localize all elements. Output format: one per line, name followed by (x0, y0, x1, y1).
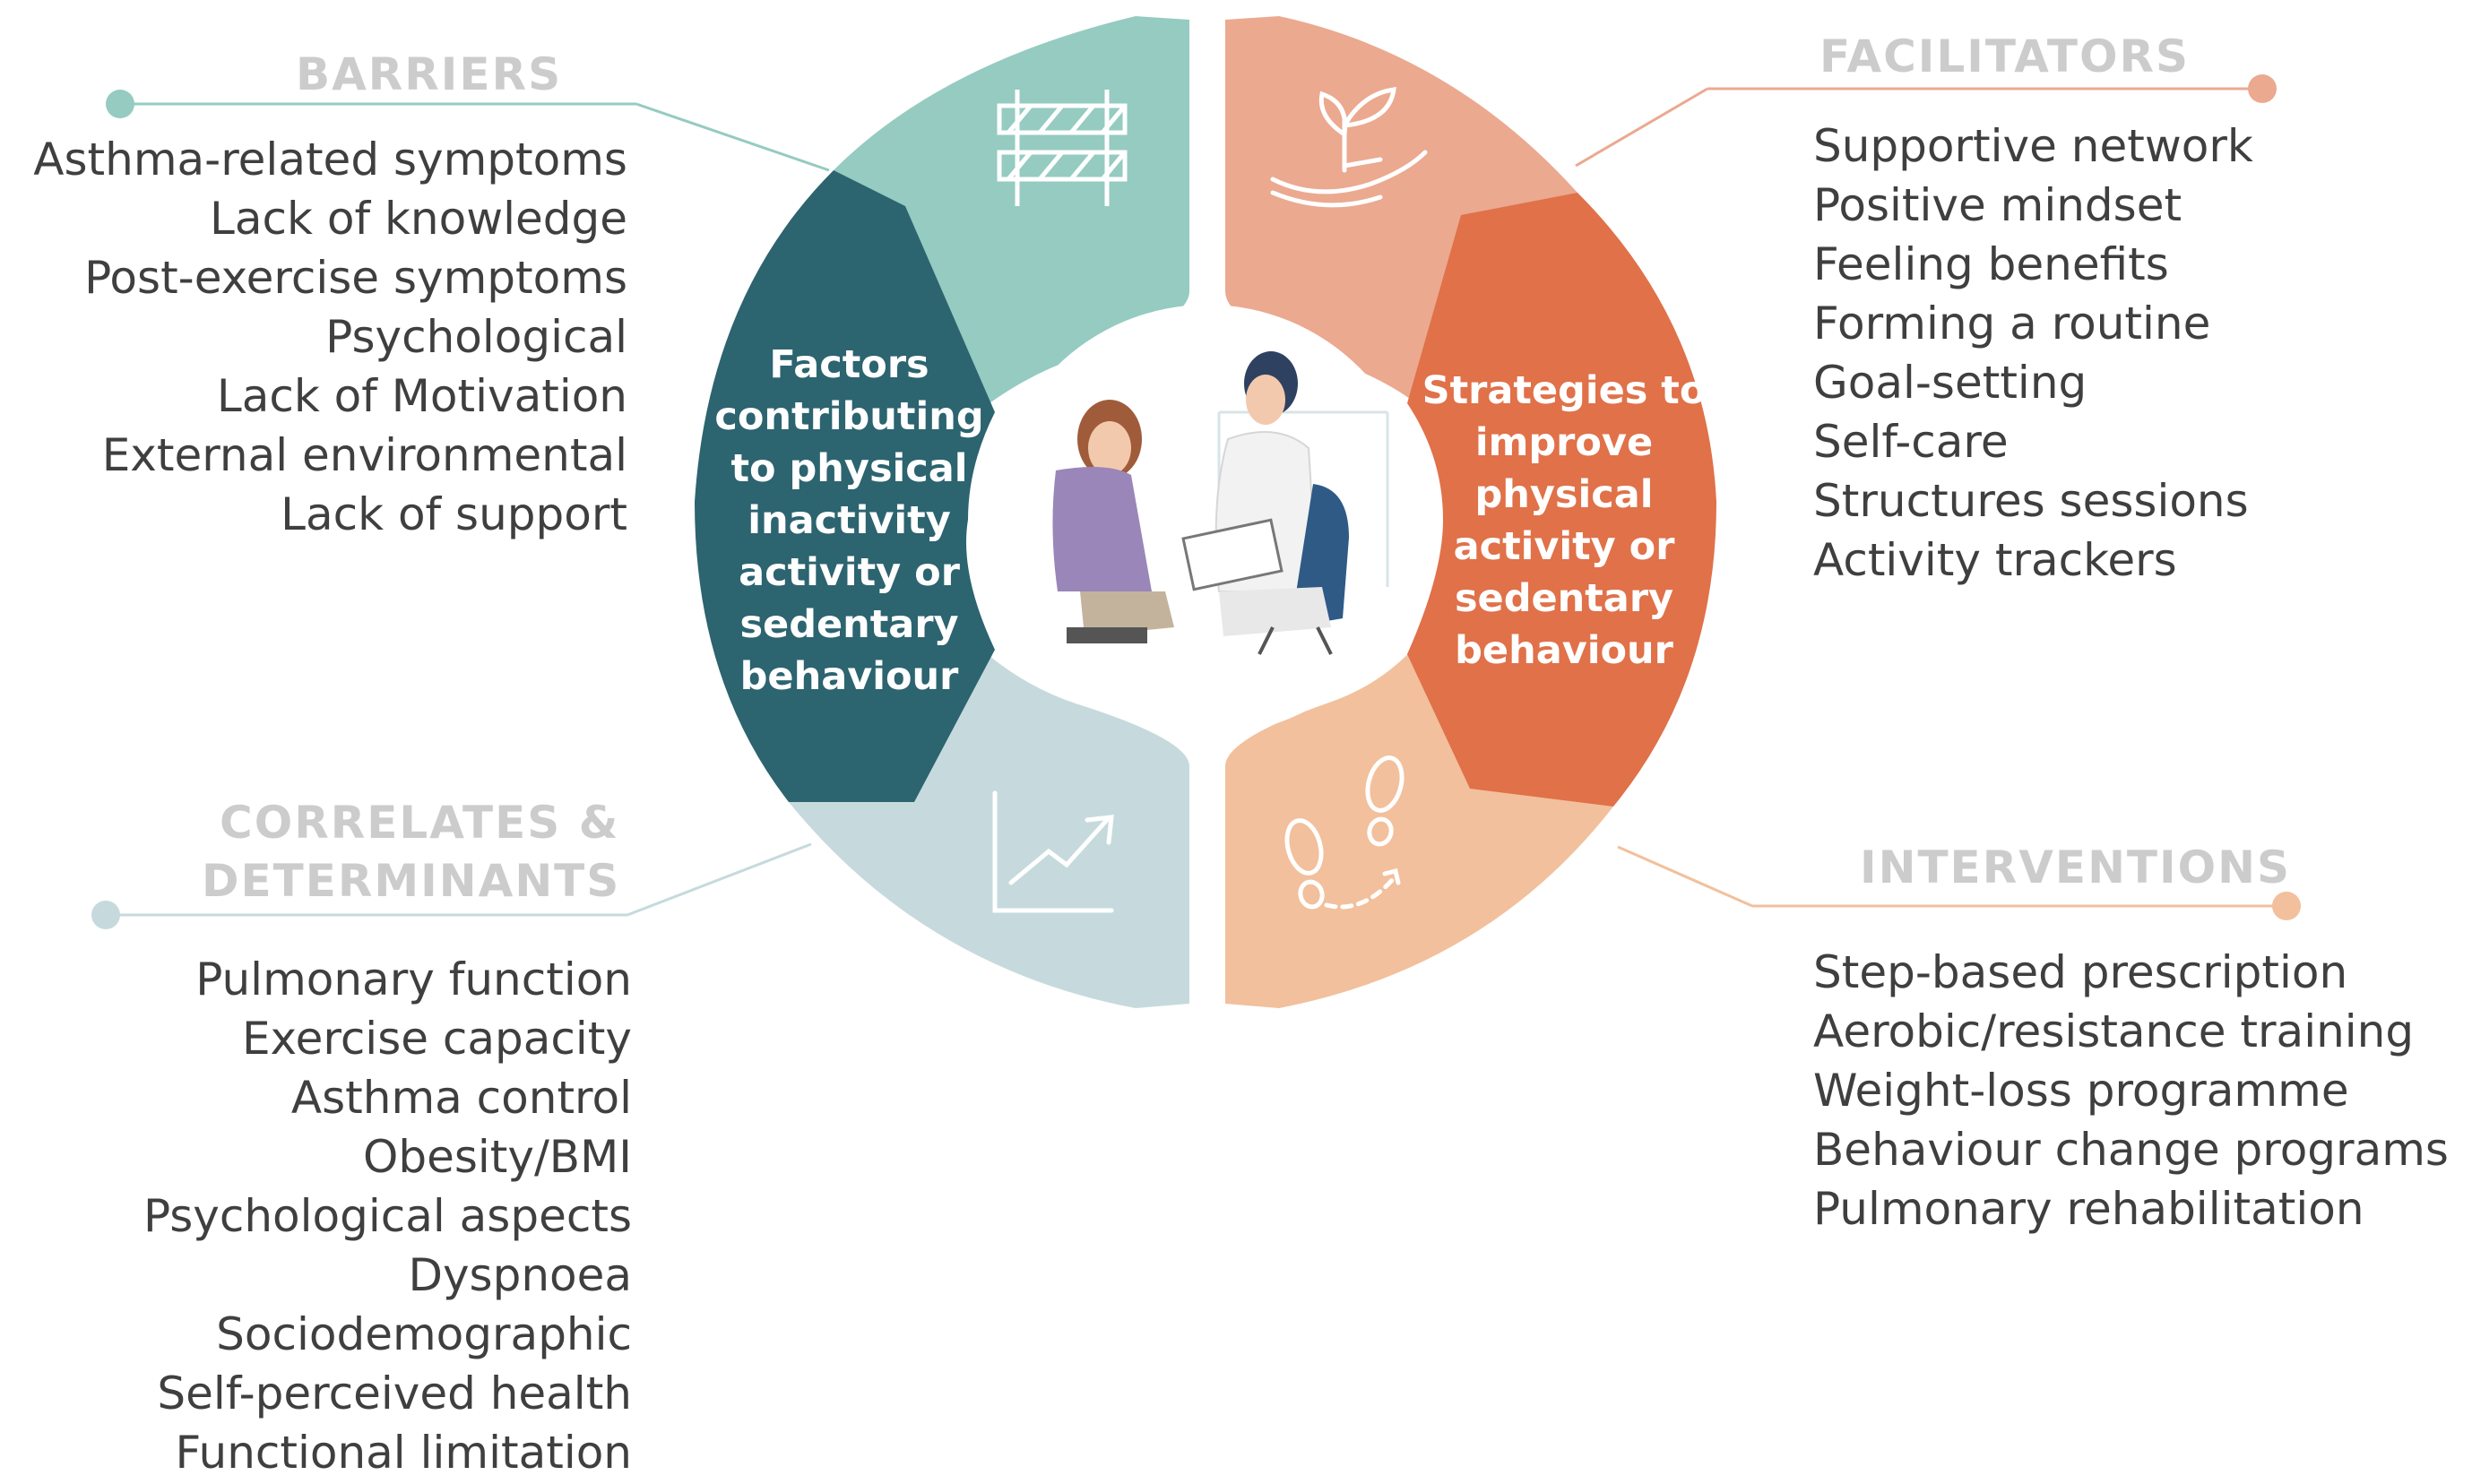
correlates-item: Exercise capacity (241, 1013, 632, 1065)
interventions-connector-diagonal (1617, 845, 1753, 908)
correlates-segment (789, 645, 1189, 1008)
center-label-line: behaviour (739, 654, 959, 699)
center-label-line: sedentary (739, 602, 959, 647)
road-barrier-icon (997, 90, 1128, 206)
interventions-item: Weight-loss programme (1813, 1065, 2349, 1117)
barriers-title: BARRIERS (296, 48, 563, 100)
facilitators-dark-segment (1407, 193, 1716, 807)
facilitators-item: Supportive network (1813, 120, 2253, 172)
correlates-item: Asthma control (290, 1072, 632, 1124)
correlates-item: Functional limitation (175, 1427, 633, 1479)
interventions-title: INTERVENTIONS (1860, 841, 2291, 893)
correlates-item: Self-perceived health (157, 1368, 632, 1419)
center-label-line: behaviour (1455, 628, 1673, 673)
correlates-item: Dyspnoea (408, 1249, 632, 1301)
barriers-item: Lack of knowledge (210, 193, 627, 245)
barriers-item: External environmental (101, 429, 627, 481)
facilitators-item: Goal-setting (1813, 357, 2087, 409)
footsteps-icon (1284, 755, 1405, 910)
barriers-item: Psychological (325, 311, 627, 363)
center-label-line: inactivity (748, 498, 951, 543)
correlates-item: Pulmonary function (195, 953, 632, 1005)
facilitators-item: Self-care (1813, 416, 2009, 468)
correlates-title-line1: CORRELATES & (220, 797, 620, 849)
interventions-dot (2272, 892, 2301, 920)
facilitators-item: Positive mindset (1813, 179, 2182, 231)
barriers-connector-diagonal (635, 102, 830, 172)
center-label-line: contributing (714, 394, 984, 439)
correlates-item: Obesity/BMI (362, 1131, 632, 1183)
barriers-item: Lack of support (281, 488, 627, 540)
facilitators-item: Feeling benefits (1813, 238, 2169, 290)
facilitators-title: FACILITATORS (1819, 30, 2191, 82)
correlates-item: Sociodemographic (216, 1308, 632, 1360)
center-label-line: improve (1474, 420, 1654, 465)
doctor-patient-consultation-icon (1052, 351, 1389, 655)
barriers-dark-segment (695, 170, 995, 802)
rising-line-chart-icon (992, 790, 1114, 913)
center-label-line: activity or (1453, 524, 1675, 569)
facilitators-connector-diagonal (1575, 87, 1708, 168)
facilitators-segment (1225, 16, 1577, 403)
barriers-dot (106, 90, 134, 118)
interventions-item: Aerobic/resistance training (1813, 1005, 2415, 1057)
barriers-item: Post-exercise symptoms (84, 252, 627, 304)
center-label-line: Strategies to (1422, 368, 1707, 413)
center-label-line: sedentary (1454, 576, 1674, 621)
facilitators-item: Activity trackers (1813, 534, 2177, 586)
interventions-segment (1225, 645, 1613, 1008)
correlates-title-line2: DETERMINANTS (202, 855, 621, 907)
center-left-label: Factors contributing to physical inactivity… (713, 339, 986, 703)
facilitators-item: Structures sessions (1813, 475, 2249, 527)
interventions-item: Step-based prescription (1813, 946, 2348, 998)
center-label-line: Factors (769, 342, 929, 387)
facilitators-item: Forming a routine (1813, 298, 2211, 349)
center-label-line: to physical (730, 446, 968, 491)
plant-in-hand-icon (1270, 87, 1428, 208)
connector-lines (91, 74, 2301, 929)
center-label-line: physical (1474, 472, 1654, 517)
barriers-item: Asthma-related symptoms (33, 134, 627, 186)
barriers-item: Lack of Motivation (216, 370, 627, 422)
correlates-item: Psychological aspects (143, 1190, 632, 1242)
correlates-connector-diagonal (627, 842, 812, 917)
interventions-item: Behaviour change programs (1813, 1124, 2449, 1176)
center-label-line: activity or (739, 550, 960, 595)
facilitators-dot (2248, 74, 2277, 103)
correlates-dot (91, 901, 120, 929)
interventions-item: Pulmonary rehabilitation (1813, 1183, 2364, 1235)
center-right-label: Strategies to improve physical activity or s… (1416, 365, 1712, 677)
